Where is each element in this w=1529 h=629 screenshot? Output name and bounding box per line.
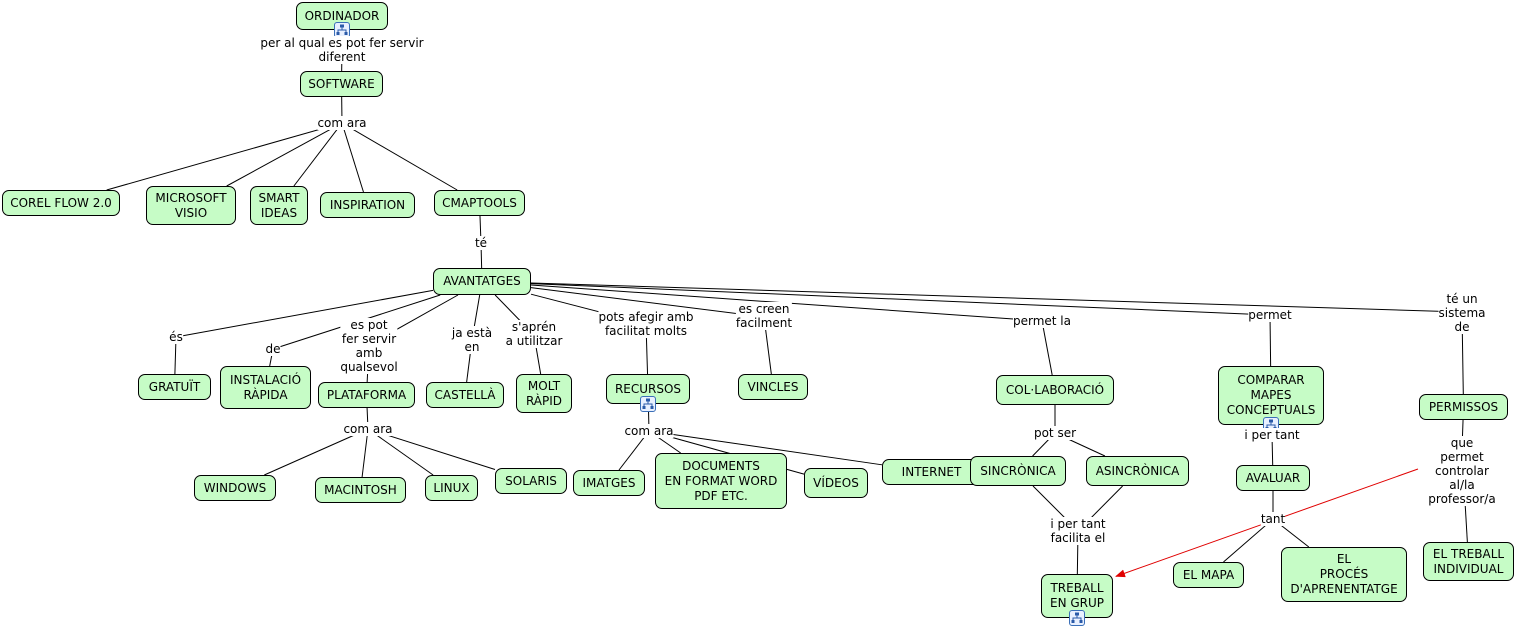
linking-phrase[interactable]: té <box>474 236 488 250</box>
concept-macintosh[interactable]: MACINTOSH <box>315 477 406 503</box>
link-line <box>1269 314 1272 367</box>
link-line <box>1223 518 1274 563</box>
linking-phrase[interactable]: es creen facilment <box>735 302 793 330</box>
concept-plataforma[interactable]: PLATAFORMA <box>318 382 415 408</box>
link-line <box>264 428 369 476</box>
linking-phrase[interactable]: que permet controlar al/la professor/a <box>1428 436 1496 506</box>
linking-phrase[interactable]: com ara <box>317 116 367 130</box>
linking-phrase[interactable]: es pot fer servir amb qualsevol <box>340 318 398 374</box>
concept-gratuit[interactable]: GRATUÏT <box>138 374 211 400</box>
concept-documents[interactable]: DOCUMENTS EN FORMAT WORD PDF ETC. <box>655 453 787 509</box>
link-line <box>293 122 343 187</box>
link-line <box>530 287 765 318</box>
linking-phrase[interactable]: i per tant facilita el <box>1050 517 1106 545</box>
concept-cmaptools[interactable]: CMAPTOOLS <box>434 190 525 216</box>
concept-solaris[interactable]: SOLARIS <box>495 468 567 494</box>
concept-sincronica[interactable]: SINCRÒNICA <box>970 456 1066 486</box>
concept-videos[interactable]: VÍDEOS <box>804 468 868 498</box>
submap-icon[interactable] <box>1069 610 1085 626</box>
concept-moltrapid[interactable]: MOLT RÀPID <box>516 374 572 413</box>
concept-linux[interactable]: LINUX <box>425 475 478 501</box>
linking-phrase[interactable]: pot ser <box>1033 426 1077 440</box>
concept-avaluar[interactable]: AVALUAR <box>1236 465 1310 491</box>
concept-colaboracio[interactable]: COL·LABORACIÓ <box>996 375 1114 405</box>
linking-phrase[interactable]: s'aprén a utilitzar <box>505 320 563 348</box>
link-line <box>106 122 343 191</box>
concept-recursos[interactable]: RECURSOS <box>606 374 690 404</box>
concept-castella[interactable]: CASTELLÀ <box>426 382 504 408</box>
linking-phrase[interactable]: permet <box>1248 308 1292 322</box>
linking-phrase[interactable]: de <box>265 342 281 356</box>
concept-avantatges[interactable]: AVANTATGES <box>433 268 531 295</box>
linking-phrase[interactable]: permet la <box>1012 314 1072 328</box>
link-line <box>175 289 434 338</box>
submap-icon[interactable] <box>334 22 350 38</box>
concept-instalacio[interactable]: INSTALACIÓ RÀPIDA <box>220 366 311 409</box>
link-line <box>530 283 1271 316</box>
linking-phrase[interactable]: tant <box>1260 512 1286 526</box>
submap-icon[interactable] <box>640 396 656 412</box>
link-line <box>648 430 883 466</box>
concept-internet[interactable]: INTERNET <box>882 459 981 485</box>
link-line <box>1041 320 1053 376</box>
linking-phrase[interactable]: i per tant <box>1244 428 1300 442</box>
concept-asincronica[interactable]: ASINCRÒNICA <box>1086 456 1189 486</box>
linking-phrase[interactable]: ja està en <box>451 326 493 354</box>
link-line <box>341 122 458 191</box>
link-line <box>226 122 343 187</box>
concept-individual[interactable]: EL TREBALL INDIVIDUAL <box>1423 542 1514 581</box>
linking-phrase[interactable]: com ara <box>624 424 674 438</box>
linking-phrase[interactable]: per al qual es pot fer servir diferent <box>260 36 424 64</box>
concept-proces[interactable]: EL PROCÉS D'APRENENTATGE <box>1281 547 1407 602</box>
link-line <box>530 282 1463 313</box>
concept-software[interactable]: SOFTWARE <box>300 71 383 97</box>
concept-comparar[interactable]: COMPARAR MAPES CONCEPTUALS <box>1218 366 1324 425</box>
link-line <box>341 122 364 193</box>
concept-ordinador[interactable]: ORDINADOR <box>296 2 388 30</box>
concept-elmapa[interactable]: EL MAPA <box>1173 562 1244 588</box>
concept-vincles[interactable]: VINCLES <box>738 374 808 400</box>
concept-corel[interactable]: COREL FLOW 2.0 <box>2 190 120 216</box>
link-line <box>367 428 434 476</box>
linking-phrase[interactable]: com ara <box>343 422 393 436</box>
concept-permissos[interactable]: PERMISSOS <box>1419 394 1508 420</box>
linking-phrase[interactable]: té un sistema de <box>1438 292 1486 334</box>
concept-inspiration[interactable]: INSPIRATION <box>320 192 415 218</box>
linking-phrase[interactable]: és <box>169 330 183 344</box>
link-line <box>361 428 369 478</box>
concept-visio[interactable]: MICROSOFT VISIO <box>146 186 236 225</box>
concept-imatges[interactable]: IMATGES <box>573 470 645 496</box>
concept-smart[interactable]: SMART IDEAS <box>250 186 308 225</box>
linking-phrase[interactable]: pots afegir amb facilitat molts <box>598 310 694 338</box>
concept-windows[interactable]: WINDOWS <box>194 475 276 501</box>
